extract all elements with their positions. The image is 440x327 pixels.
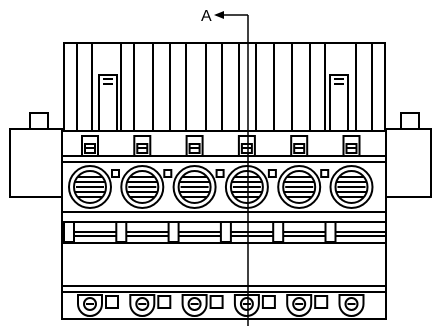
section-arrow-head — [214, 11, 224, 19]
right-flange — [385, 112, 432, 198]
wire-entry-inner — [229, 170, 264, 204]
upper-housing — [63, 42, 386, 132]
screw-slot-ring — [83, 297, 97, 311]
pole-3 — [167, 135, 225, 317]
screw-head — [338, 294, 365, 317]
latch-tab — [219, 221, 232, 243]
section-marker: A — [201, 8, 248, 25]
latch-tab — [272, 221, 285, 243]
upper-housing-ribs — [76, 43, 373, 131]
indicator-square — [163, 169, 173, 178]
latch-tab — [324, 221, 337, 243]
indicator-square — [215, 169, 225, 178]
wire-entry-inner — [282, 170, 317, 204]
right-latch — [329, 74, 349, 132]
screw-head — [77, 294, 103, 317]
screw-head — [181, 294, 208, 317]
pole-2 — [115, 135, 173, 317]
latch-tab — [63, 221, 75, 243]
wire-entry-inner — [177, 170, 212, 204]
test-port-square — [105, 295, 119, 309]
test-port-square — [314, 295, 329, 309]
left-latch — [98, 74, 118, 132]
test-port-square — [261, 295, 276, 309]
screw-slot-ring — [135, 297, 150, 311]
screw-slot-ring — [187, 297, 202, 311]
screw-slot-ring — [344, 297, 359, 311]
indicator-square — [320, 169, 330, 178]
pole-1 — [63, 135, 120, 317]
screw-slot-ring — [292, 297, 307, 311]
wire-entry-inner — [73, 170, 107, 204]
indicator-square — [111, 169, 120, 178]
screw-head — [286, 294, 313, 317]
test-port-square — [157, 295, 172, 309]
poles-group — [63, 135, 374, 317]
wire-entry-inner — [125, 170, 160, 204]
left-flange — [9, 112, 65, 198]
screw-head — [129, 294, 156, 317]
indicator-square — [267, 169, 277, 178]
pole-4 — [219, 135, 277, 317]
section-label: A — [201, 8, 212, 25]
latch-tab — [115, 221, 128, 243]
wire-entry-inner — [334, 170, 369, 204]
test-port-square — [209, 295, 224, 309]
pole-5 — [272, 135, 330, 317]
latch-tab — [167, 221, 180, 243]
pole-6 — [324, 135, 374, 317]
screw-slot-ring — [239, 297, 254, 311]
